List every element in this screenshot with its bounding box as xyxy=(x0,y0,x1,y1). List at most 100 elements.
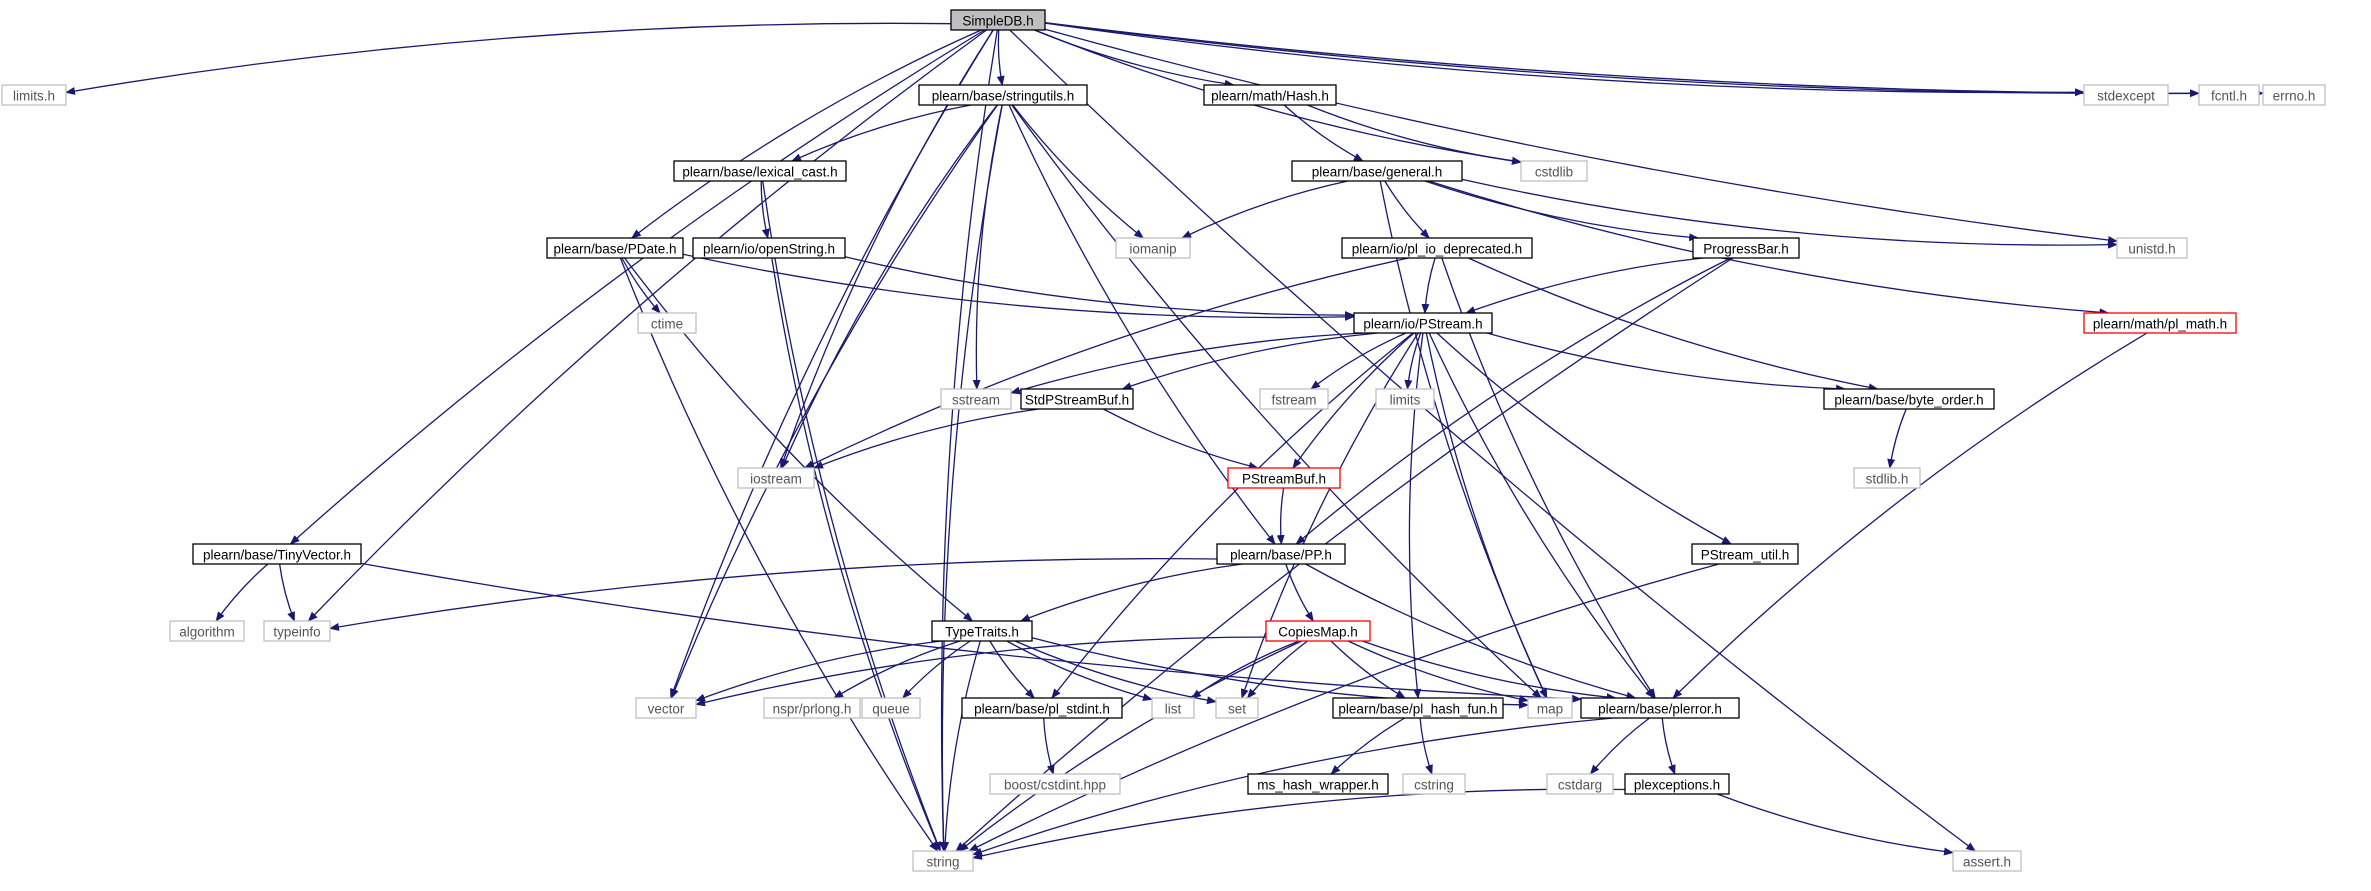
node-copiesmap[interactable]: CopiesMap.h xyxy=(1265,620,1371,642)
node-pstream[interactable]: plearn/io/PStream.h xyxy=(1353,312,1493,334)
node-pl_stdint[interactable]: plearn/base/pl_stdint.h xyxy=(961,697,1123,719)
node-stringutils-label: plearn/base/stringutils.h xyxy=(932,89,1075,104)
node-cstdlib: cstdlib xyxy=(1520,160,1588,182)
node-cstdlib-box xyxy=(1520,160,1588,182)
node-pl_stdint-box xyxy=(961,697,1123,719)
node-assert_h: assert.h xyxy=(1952,850,2022,872)
edge-pstream-to-stdpstreambuf xyxy=(1121,332,1378,390)
node-openstring[interactable]: plearn/io/openString.h xyxy=(692,237,846,259)
node-pl_io_deprecated[interactable]: plearn/io/pl_io_deprecated.h xyxy=(1341,237,1533,259)
node-pp[interactable]: plearn/base/PP.h xyxy=(1216,543,1346,565)
edge-stdpstreambuf-to-pstreambuf xyxy=(1102,408,1259,470)
edge-typetraits-to-string xyxy=(941,640,981,852)
node-limits_h: limits.h xyxy=(1,84,67,106)
edge-pstream-to-fstream xyxy=(1310,332,1407,390)
node-typeinfo-box xyxy=(263,620,331,642)
node-boost_cstdint: boost/cstdint.hpp xyxy=(989,773,1121,795)
node-typetraits[interactable]: TypeTraits.h xyxy=(931,620,1033,642)
node-tinyvector[interactable]: plearn/base/TinyVector.h xyxy=(192,543,362,565)
node-typeinfo: typeinfo xyxy=(263,620,331,642)
node-set: set xyxy=(1215,697,1259,719)
node-set-label: set xyxy=(1228,702,1246,717)
node-simpledb[interactable]: SimpleDB.h xyxy=(950,9,1046,31)
node-ms_hash_wrapper-label: ms_hash_wrapper.h xyxy=(1257,778,1379,793)
edge-typetraits-to-pl_stdint xyxy=(989,640,1035,699)
node-general-label: plearn/base/general.h xyxy=(1312,165,1443,180)
node-errno-label: errno.h xyxy=(2273,89,2316,104)
node-byte_order[interactable]: plearn/base/byte_order.h xyxy=(1823,388,1995,410)
edge-plexceptions-to-string xyxy=(972,788,1626,860)
edge-pstream-to-byte_order xyxy=(1486,332,1847,393)
node-pdate-label: plearn/base/PDate.h xyxy=(553,242,676,257)
node-progressbar-label: ProgressBar.h xyxy=(1703,242,1789,257)
node-hash[interactable]: plearn/math/Hash.h xyxy=(1203,84,1337,106)
node-ms_hash_wrapper-box xyxy=(1247,773,1389,795)
node-fcntl: fcntl.h xyxy=(2198,84,2260,106)
node-byte_order-label: plearn/base/byte_order.h xyxy=(1834,393,1983,408)
node-unistd-box xyxy=(2116,237,2188,259)
node-string-box xyxy=(912,850,974,872)
node-vector: vector xyxy=(635,697,697,719)
node-ctime-box xyxy=(637,312,697,334)
edge-stringutils-to-iomanip xyxy=(1012,104,1144,239)
node-ms_hash_wrapper[interactable]: ms_hash_wrapper.h xyxy=(1247,773,1389,795)
node-stdpstreambuf[interactable]: StdPStreamBuf.h xyxy=(1020,388,1134,410)
node-vector-label: vector xyxy=(648,702,685,717)
node-errno-box xyxy=(2262,84,2326,106)
edge-general-to-iomanip xyxy=(1181,180,1349,239)
node-set-box xyxy=(1215,697,1259,719)
node-typetraits-box xyxy=(931,620,1033,642)
node-plexceptions[interactable]: plexceptions.h xyxy=(1624,773,1730,795)
node-prlong: nspr/prlong.h xyxy=(763,697,861,719)
node-stdlib_h: stdlib.h xyxy=(1853,467,1921,489)
node-plerror[interactable]: plearn/base/plerror.h xyxy=(1580,697,1740,719)
node-sstream-label: sstream xyxy=(952,393,1000,408)
node-lexical_cast-label: plearn/base/lexical_cast.h xyxy=(682,165,837,180)
node-list: list xyxy=(1151,697,1195,719)
node-general-box xyxy=(1291,160,1463,182)
node-prlong-label: nspr/prlong.h xyxy=(773,702,852,717)
edge-pstream-to-pstreambuf xyxy=(1292,332,1415,469)
node-copiesmap-label: CopiesMap.h xyxy=(1278,625,1358,640)
node-sstream-box xyxy=(940,388,1012,410)
node-stringutils[interactable]: plearn/base/stringutils.h xyxy=(918,84,1088,106)
edge-general-to-pl_math xyxy=(1428,180,2110,317)
node-hash-label: plearn/math/Hash.h xyxy=(1211,89,1329,104)
edge-pp-to-typetraits xyxy=(1019,563,1243,622)
node-cstring: cstring xyxy=(1402,773,1466,795)
edge-copiesmap-to-pl_hash_fun xyxy=(1330,640,1406,699)
node-iostream-box xyxy=(737,467,815,489)
node-pstream_util[interactable]: PStream_util.h xyxy=(1691,543,1799,565)
node-pl_hash_fun-box xyxy=(1332,697,1504,719)
node-plerror-box xyxy=(1580,697,1740,719)
edge-copiesmap-to-string xyxy=(958,640,1302,852)
edge-simpledb-to-limits_h xyxy=(65,22,952,95)
edge-stringutils-to-lexical_cast xyxy=(791,104,972,162)
node-progressbar[interactable]: ProgressBar.h xyxy=(1692,237,1800,259)
node-pstream-box xyxy=(1353,312,1493,334)
node-pdate[interactable]: plearn/base/PDate.h xyxy=(546,237,684,259)
node-pl_hash_fun[interactable]: plearn/base/pl_hash_fun.h xyxy=(1332,697,1504,719)
edge-pstream_util-to-string xyxy=(968,563,1720,852)
node-pl_math[interactable]: plearn/math/pl_math.h xyxy=(2083,312,2237,334)
node-fcntl-label: fcntl.h xyxy=(2211,89,2247,104)
edge-hash-to-cstdlib xyxy=(1307,104,1522,165)
node-string: string xyxy=(912,850,974,872)
node-algorithm-box xyxy=(169,620,245,642)
edge-simpledb-to-errno xyxy=(1044,22,2264,98)
edge-openstring-to-string xyxy=(771,257,941,852)
node-general[interactable]: plearn/base/general.h xyxy=(1291,160,1463,182)
node-boost_cstdint-box xyxy=(989,773,1121,795)
node-pl_io_deprecated-label: plearn/io/pl_io_deprecated.h xyxy=(1352,242,1522,257)
node-pstreambuf-label: PStreamBuf.h xyxy=(1242,472,1326,487)
edge-tinyvector-to-plerror xyxy=(360,562,1582,703)
node-map-box xyxy=(1527,697,1573,719)
edge-openstring-to-pstream xyxy=(844,256,1355,320)
node-unistd: unistd.h xyxy=(2116,237,2188,259)
node-lexical_cast[interactable]: plearn/base/lexical_cast.h xyxy=(673,160,847,182)
edge-lexical_cast-to-openstring xyxy=(760,180,770,239)
node-map: map xyxy=(1527,697,1573,719)
node-pl_hash_fun-label: plearn/base/pl_hash_fun.h xyxy=(1338,702,1497,717)
node-pstreambuf[interactable]: PStreamBuf.h xyxy=(1227,467,1341,489)
edge-typetraits-to-map xyxy=(1031,637,1529,709)
